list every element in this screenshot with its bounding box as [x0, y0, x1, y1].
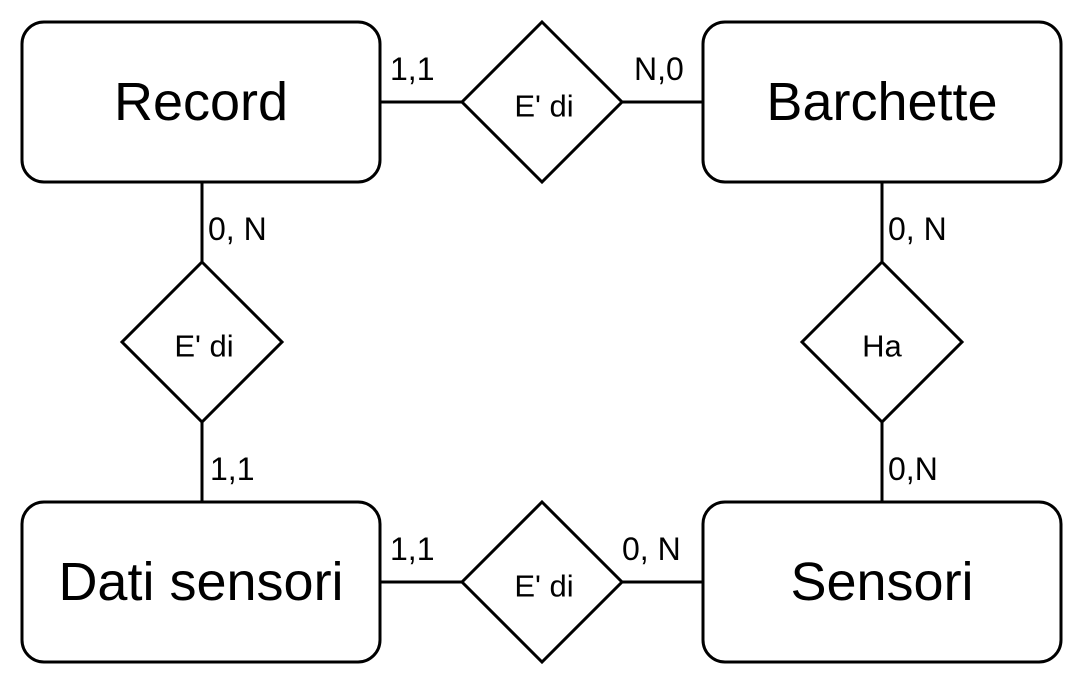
entity-barchette-box: [701, 20, 1063, 184]
cardinality-record-barchette-record-side: 1,1: [390, 51, 434, 87]
cardinality-record-dati-dati-side: 1,1: [210, 451, 254, 487]
relationship-record-barchette-label: E' di: [514, 89, 573, 124]
entity-sensori-box: [701, 500, 1063, 664]
entity-sensori-label: Sensori: [790, 552, 973, 612]
cardinality-record-barchette-barchette-side: N,0: [634, 51, 684, 87]
cardinality-barchette-sensori-sensori-side: 0,N: [888, 451, 938, 487]
cardinality-dati-sensori-dati-side: 1,1: [390, 531, 434, 567]
cardinality-barchette-sensori-barchette-side: 0, N: [888, 211, 947, 247]
relationship-record-dati[interactable]: E' di: [119, 259, 285, 425]
relationship-dati-sensori[interactable]: E' di: [459, 499, 625, 665]
cardinality-dati-sensori-sensori-side: 0, N: [622, 531, 681, 567]
entity-dati-sensori[interactable]: Dati sensori: [20, 500, 382, 664]
entity-record[interactable]: Record: [20, 20, 382, 184]
entity-record-label: Record: [114, 72, 288, 132]
relationship-record-barchette[interactable]: E' di: [459, 19, 625, 185]
entity-record-box: [20, 20, 382, 184]
relationship-barchette-sensori-label: Ha: [862, 329, 902, 364]
entity-sensori[interactable]: Sensori: [701, 500, 1063, 664]
relationship-record-dati-label: E' di: [174, 329, 233, 364]
relationship-dati-sensori-diamond: [459, 499, 625, 665]
relationship-dati-sensori-label: E' di: [514, 569, 573, 604]
relationship-barchette-sensori[interactable]: Ha: [799, 259, 965, 425]
entity-barchette-label: Barchette: [766, 72, 997, 132]
cardinality-record-dati-record-side: 0, N: [208, 211, 267, 247]
entity-dati-sensori-box: [20, 500, 382, 664]
entity-dati-sensori-label: Dati sensori: [58, 552, 343, 612]
relationship-record-dati-diamond: [119, 259, 285, 425]
relationship-record-barchette-diamond: [459, 19, 625, 185]
entity-barchette[interactable]: Barchette: [701, 20, 1063, 184]
relationship-barchette-sensori-diamond: [799, 259, 965, 425]
